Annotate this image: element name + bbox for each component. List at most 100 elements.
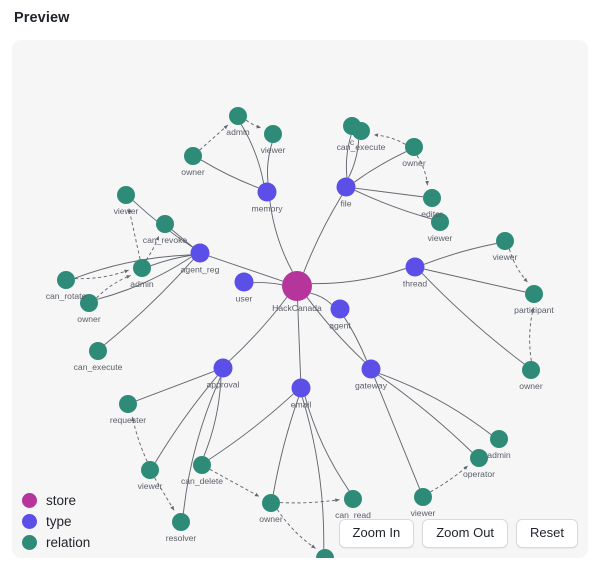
- graph-node-t_user[interactable]: [234, 272, 254, 292]
- graph-node-ap_resolver[interactable]: [172, 513, 190, 531]
- graph-node-label: file: [341, 198, 352, 208]
- graph-node-e_owner[interactable]: [262, 494, 280, 512]
- graph-node-label: admin: [130, 279, 154, 289]
- graph-node-f_viewer[interactable]: [431, 213, 449, 231]
- graph-edge: [301, 397, 325, 550]
- graph-node-a_owner[interactable]: [80, 294, 98, 312]
- graph-node-label: approval: [207, 379, 240, 389]
- graph-edge: [373, 133, 406, 145]
- graph-node-label: editor: [421, 209, 443, 219]
- graph-node-t_approval[interactable]: [213, 358, 233, 378]
- graph-node-label: owner: [519, 381, 543, 391]
- graph-edge: [127, 208, 141, 260]
- graph-edge: [348, 139, 360, 179]
- graph-node-label: operator: [463, 469, 495, 479]
- graph-node-m_owner[interactable]: [184, 147, 202, 165]
- graph-edge: [171, 229, 193, 248]
- graph-edge: [131, 416, 148, 462]
- graph-node-a_can_rotate[interactable]: [57, 271, 75, 289]
- graph-node-label: can_delete: [181, 476, 223, 486]
- graph-edge: [416, 155, 429, 186]
- graph-node-th_participant[interactable]: [525, 285, 543, 303]
- graph-node-a_viewer[interactable]: [117, 186, 135, 204]
- graph-node-t_gateway[interactable]: [361, 359, 381, 379]
- graph-node-ap_viewer[interactable]: [141, 461, 159, 479]
- graph-edge: [272, 397, 300, 495]
- graph-node-ap_can_delete[interactable]: [193, 456, 211, 474]
- legend-swatch-store: [22, 493, 37, 508]
- graph-node-label: agent_reg: [181, 264, 220, 274]
- graph-edge: [379, 373, 492, 436]
- graph-nodes[interactable]: [57, 107, 543, 558]
- graph-node-e_can_send[interactable]: [316, 549, 334, 558]
- graph-node-t_thread[interactable]: [405, 257, 425, 277]
- graph-edge: [267, 142, 273, 183]
- graph-legend: store type relation: [22, 493, 90, 550]
- graph-node-t_file[interactable]: [336, 177, 356, 197]
- graph-node-m_admin[interactable]: [229, 107, 247, 125]
- graph-node-g_viewer[interactable]: [414, 488, 432, 506]
- graph-edge: [74, 269, 129, 280]
- graph-node-hackcanada[interactable]: [282, 271, 312, 301]
- graph-node-t_agent[interactable]: [330, 299, 350, 319]
- graph-edge: [303, 195, 343, 273]
- graph-node-label: admin: [487, 450, 511, 460]
- graph-node-label: can_revoke: [143, 235, 188, 245]
- graph-node-m_viewer[interactable]: [264, 125, 282, 143]
- legend-swatch-relation: [22, 535, 37, 550]
- graph-node-f_owner[interactable]: [405, 138, 423, 156]
- legend-label-type: type: [46, 513, 72, 529]
- graph-node-label: can_rotate: [46, 291, 87, 301]
- graph-edge: [182, 376, 221, 514]
- zoom-in-button[interactable]: Zoom In: [338, 519, 415, 548]
- graph-node-label: viewer: [138, 481, 163, 491]
- graph-node-g_admin[interactable]: [490, 430, 508, 448]
- graph-node-label: viewer: [261, 145, 286, 155]
- graph-edge: [200, 159, 259, 189]
- graph-node-a_admin[interactable]: [133, 259, 151, 277]
- legend-item-type: type: [22, 514, 90, 529]
- graph-node-e_can_read[interactable]: [344, 490, 362, 508]
- zoom-out-button[interactable]: Zoom Out: [422, 519, 509, 548]
- graph-node-label: owner: [259, 514, 283, 524]
- graph-edge: [421, 272, 525, 365]
- page-title: Preview: [14, 10, 70, 26]
- reset-button[interactable]: Reset: [516, 519, 578, 548]
- graph-node-th_owner[interactable]: [522, 361, 540, 379]
- graph-edge: [203, 377, 222, 457]
- graph-edge: [430, 465, 469, 493]
- graph-controls: Zoom In Zoom Out Reset: [338, 519, 578, 548]
- graph-node-label: viewer: [411, 508, 436, 518]
- graph-edge: [154, 375, 218, 463]
- graph-node-a_can_exec[interactable]: [89, 342, 107, 360]
- graph-node-f_c[interactable]: [343, 117, 361, 135]
- graph-node-label: email: [291, 399, 312, 409]
- graph-node-g_operator[interactable]: [470, 449, 488, 467]
- graph-edge: [208, 393, 294, 460]
- graph-node-t_agent_reg[interactable]: [190, 243, 210, 263]
- graph-edge: [97, 256, 192, 300]
- graph-edge: [304, 396, 350, 492]
- graph-node-label: owner: [402, 158, 426, 168]
- graph-node-f_editor[interactable]: [423, 189, 441, 207]
- graph-edge: [311, 268, 406, 285]
- graph-node-t_memory[interactable]: [257, 182, 277, 202]
- graph-edge: [529, 307, 535, 362]
- graph-node-a_can_revoke[interactable]: [156, 215, 174, 233]
- graph-node-label: c: [350, 137, 355, 147]
- graph-node-th_viewer[interactable]: [496, 232, 514, 250]
- graph-node-label: owner: [77, 314, 101, 324]
- graph-node-label: HackCanada: [272, 303, 322, 313]
- graph-node-label: can_execute: [74, 362, 123, 372]
- graph-node-ap_requester[interactable]: [119, 395, 137, 413]
- graph-edge: [355, 187, 424, 198]
- graph-edge: [378, 374, 473, 453]
- graph-node-label: viewer: [493, 252, 518, 262]
- graph-node-t_email[interactable]: [291, 378, 311, 398]
- graph-edge: [508, 248, 528, 283]
- graph-node-label: participant: [514, 305, 554, 315]
- graph-node-label: viewer: [428, 233, 453, 243]
